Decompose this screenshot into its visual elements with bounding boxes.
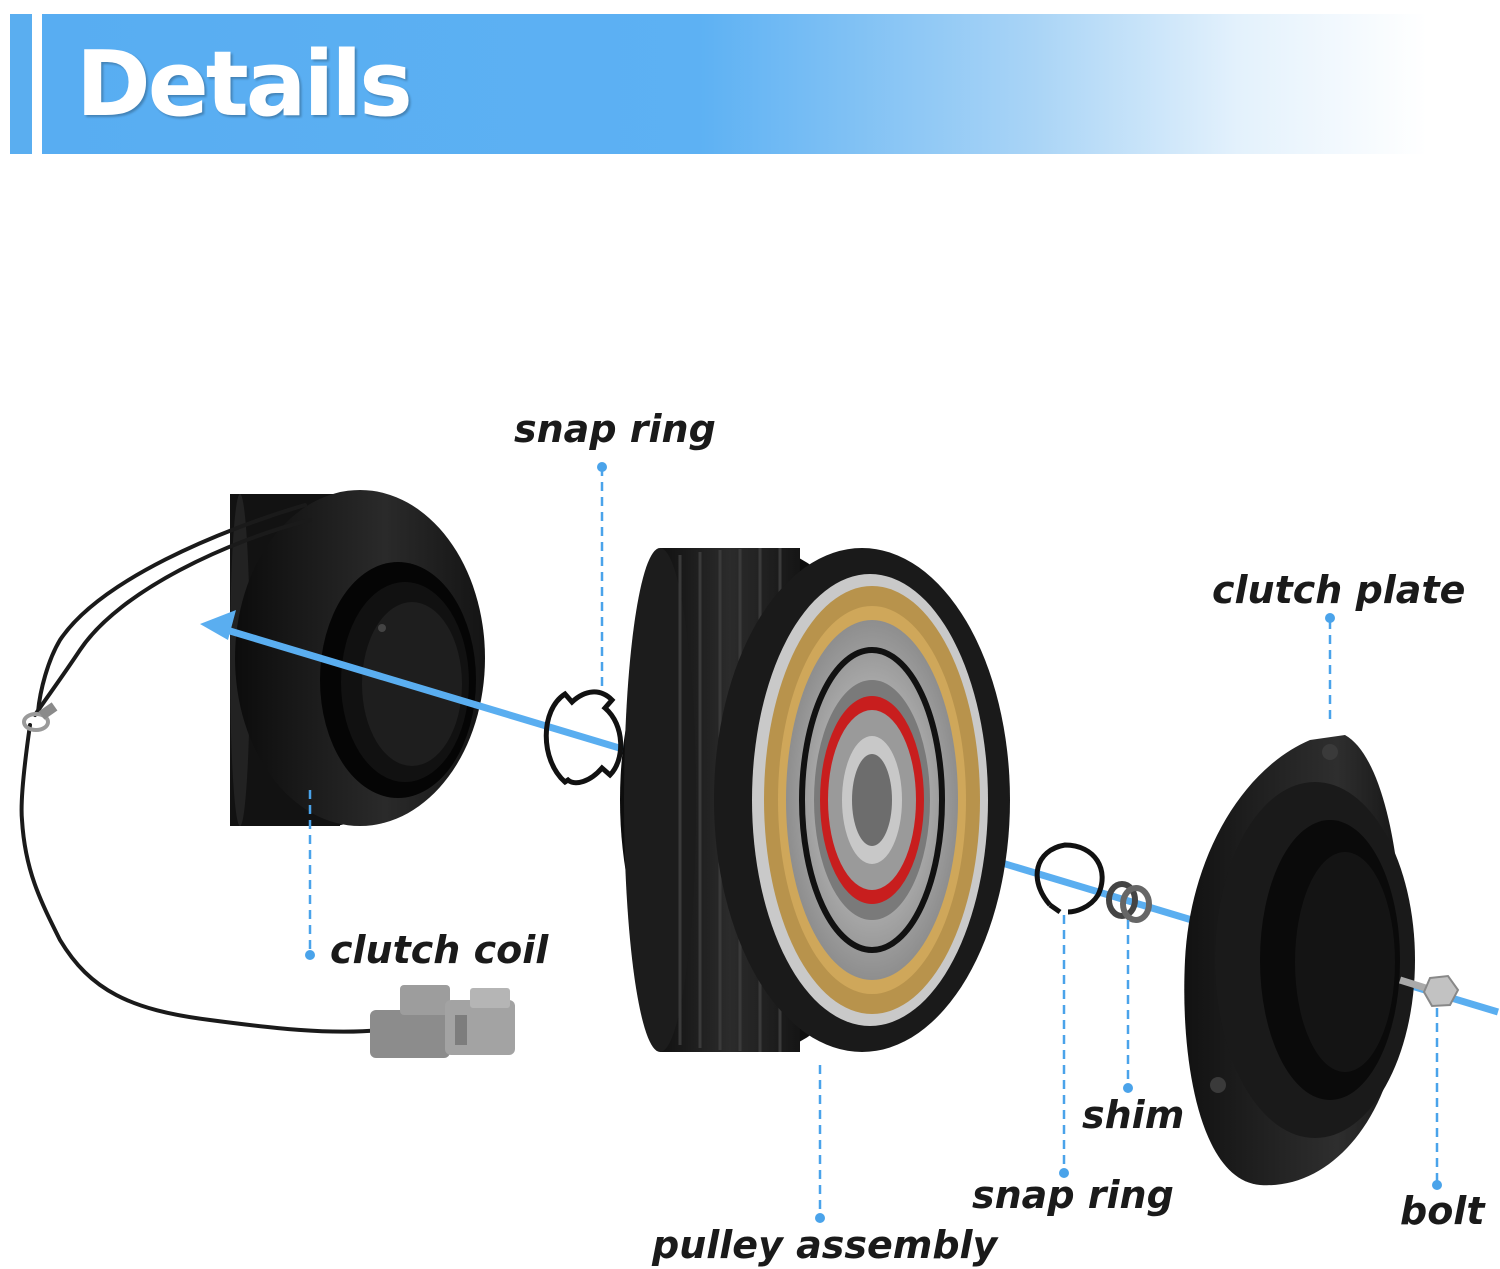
label-snap-ring-top: snap ring: [514, 407, 716, 451]
clutch-plate: [1184, 735, 1415, 1186]
label-bolt: bolt: [1400, 1189, 1485, 1233]
label-shim: shim: [1082, 1093, 1185, 1137]
label-clutch-plate: clutch plate: [1212, 568, 1466, 612]
page-title: Details: [76, 32, 413, 137]
label-clutch-coil: clutch coil: [330, 928, 549, 972]
wire-connector: [370, 985, 515, 1058]
coil-wire: [19, 503, 382, 1034]
bolt-part: [1398, 974, 1460, 1008]
leader-lines: [308, 467, 1439, 1215]
label-snap-ring-bottom: snap ring: [972, 1173, 1174, 1217]
ring-terminal: [22, 702, 58, 732]
banner-accent-bar: [10, 14, 32, 154]
snap-ring-bottom-part: [1034, 842, 1105, 915]
header-banner: Details: [10, 14, 1500, 154]
leader-dots: [305, 462, 1442, 1223]
label-pulley-assembly: pulley assembly: [652, 1223, 998, 1267]
pulley-assembly: [620, 548, 1010, 1052]
banner-gradient: [42, 14, 1500, 154]
shim-part: [1106, 881, 1152, 923]
snap-ring-top-part: [543, 689, 624, 786]
clutch-coil: [230, 490, 485, 826]
